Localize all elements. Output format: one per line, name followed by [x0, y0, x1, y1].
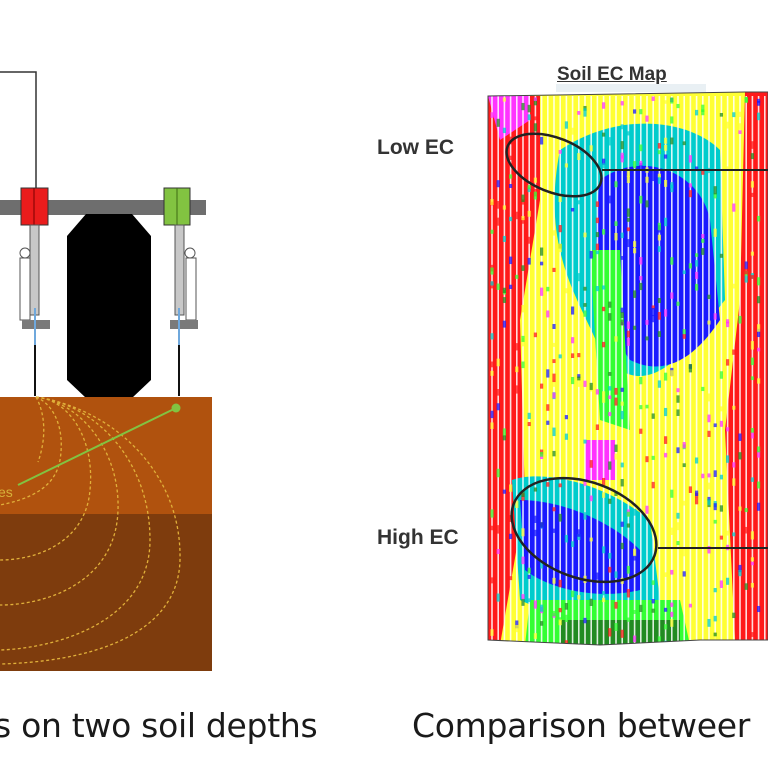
soil-ec-map — [487, 84, 768, 646]
electric-lines-label: es — [0, 484, 13, 500]
low-ec-label: Low EC — [377, 136, 454, 159]
high-ec-region-outline — [510, 476, 658, 584]
left-coulter-shank — [19, 224, 50, 396]
subsoil-layer — [0, 514, 212, 671]
sensor-wire — [0, 71, 37, 190]
electric-field-lines — [0, 396, 181, 665]
field-line-pointer — [17, 407, 177, 486]
pointer-dot — [171, 403, 181, 413]
soil-sensor-diagram — [0, 71, 212, 671]
soil-ec-map-title: Soil EC Map — [557, 64, 667, 85]
right-caption: Comparison betweer — [412, 706, 751, 745]
topsoil-layer — [0, 397, 212, 514]
low-ec-region-outline — [505, 132, 603, 198]
tool-bar — [0, 200, 206, 215]
right-coulter-shank — [170, 224, 198, 396]
tractor-wheel — [67, 214, 151, 398]
left-caption: s on two soil depths — [0, 706, 318, 745]
high-ec-label: High EC — [377, 526, 459, 549]
